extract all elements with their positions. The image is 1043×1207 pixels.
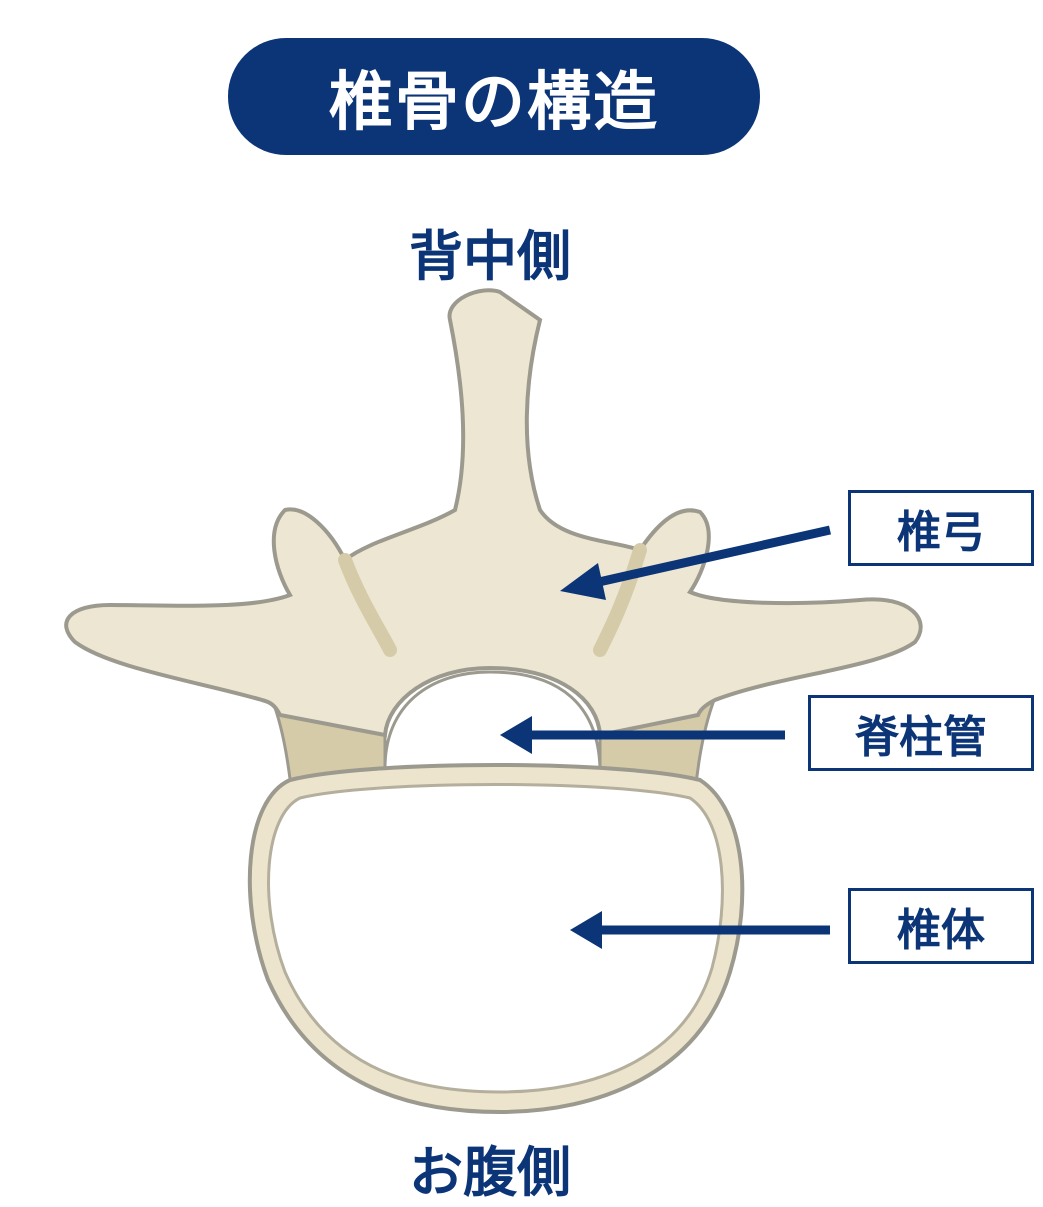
label-vertebral-body: 椎体: [848, 888, 1034, 964]
arch-shading: [338, 543, 647, 657]
label-vertebral-arch: 椎弓: [848, 490, 1034, 566]
ventral-side-label: お腹側: [409, 1141, 571, 1204]
body-arrow-head: [570, 911, 602, 949]
label-spinal-canal: 脊柱管: [808, 695, 1034, 771]
dorsal-side-label: 背中側: [409, 225, 571, 288]
canal-arrow-head: [500, 716, 532, 754]
label-vertebral-arch-text: 椎弓: [897, 507, 985, 558]
label-spinal-canal-text: 脊柱管: [855, 712, 987, 763]
arch-arrow-head: [560, 563, 606, 600]
vertebral-arch: [64, 288, 923, 738]
title-banner: 椎骨の構造: [228, 38, 760, 155]
vertebral-body-inner: [267, 783, 724, 1094]
arch-arrow-line: [589, 525, 831, 589]
title-text: 椎骨の構造: [329, 65, 659, 140]
label-vertebral-body-text: 椎体: [897, 905, 985, 956]
